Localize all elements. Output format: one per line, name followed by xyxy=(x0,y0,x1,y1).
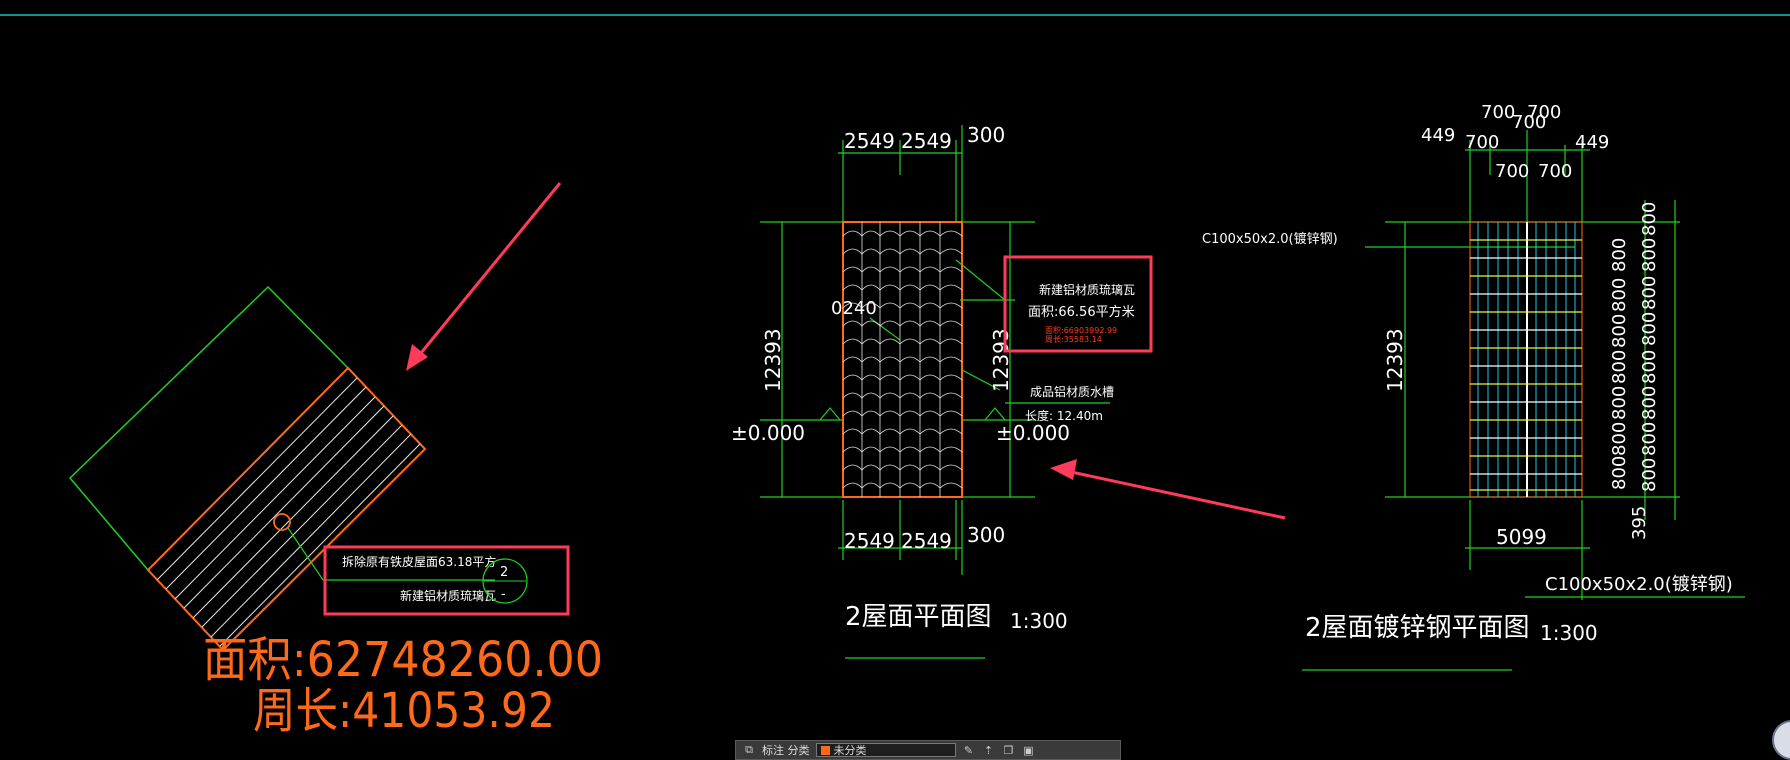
annotation-arrow-1 xyxy=(406,182,562,371)
svg-text:800: 800 xyxy=(1639,312,1660,346)
edit-icon[interactable]: ✎ xyxy=(963,743,974,757)
left-leader-dot xyxy=(273,513,291,531)
right-height-dim: 12393 xyxy=(1383,328,1407,392)
svg-text:800: 800 xyxy=(1639,386,1660,420)
left-hatch-region xyxy=(146,366,427,652)
middle-tile-note-small2: 周长:35583.14 xyxy=(1045,334,1102,344)
middle-level-right: ±0.000 xyxy=(996,421,1070,445)
left-perimeter-text: 周长:41053.92 xyxy=(253,683,555,739)
middle-slope-label: 0240 xyxy=(831,298,877,319)
middle-top-dim-1: 2549 xyxy=(844,129,895,153)
svg-text:800: 800 xyxy=(1609,238,1630,272)
pin-icon[interactable]: ⇡ xyxy=(983,743,994,757)
right-plan-scale: 1:300 xyxy=(1540,621,1598,645)
left-rotated-plan: 拆除原有铁皮屋面63.18平方 新建铝材质琉璃瓦 2 - 面积:62748260… xyxy=(68,285,603,739)
left-bubble xyxy=(482,558,528,604)
right-plan-title: 2屋面镀锌钢平面图 xyxy=(1305,613,1530,643)
svg-text:800: 800 xyxy=(1639,458,1660,492)
toolbar-label: 标注 分类 xyxy=(762,744,810,757)
middle-plan-scale: 1:300 xyxy=(1010,609,1068,633)
middle-bottom-dim-1: 2549 xyxy=(844,529,895,553)
layers-icon[interactable]: ⧉ xyxy=(745,743,753,756)
right-spacing-bottom: 395 xyxy=(1629,506,1650,540)
middle-tile-pattern xyxy=(842,222,963,497)
svg-text:800: 800 xyxy=(1609,386,1630,420)
middle-height-dim-right: 12393 xyxy=(989,328,1013,392)
left-leader-line xyxy=(287,527,324,581)
middle-bottom-dim-2: 2549 xyxy=(901,529,952,553)
right-member-label-left: C100x50x2.0(镀锌钢) xyxy=(1202,231,1338,247)
svg-text:800: 800 xyxy=(1609,278,1630,312)
right-top-dim-row2-a: 449 xyxy=(1421,125,1455,146)
middle-gutter-note: 成品铝材质水槽 xyxy=(1030,384,1114,399)
middle-tile-note-area: 面积:66.56平方米 xyxy=(1028,304,1135,320)
left-highlight-box xyxy=(323,545,570,616)
middle-roof-plan: 2549 2549 300 2549 2549 300 12393 12393 … xyxy=(731,123,1153,659)
right-top-dim-row2-d: 449 xyxy=(1575,132,1609,153)
right-steel-plan: 700 700 449 700 700 449 700 700 C100x50x… xyxy=(1202,102,1745,671)
left-hatch-lines xyxy=(156,377,421,647)
right-member-label-bottom: C100x50x2.0(镀锌钢) xyxy=(1545,574,1733,595)
left-callout-line1: 拆除原有铁皮屋面63.18平方 xyxy=(342,554,496,569)
right-spacing-col2: 800 800 800 800 800 800 800 800 xyxy=(1639,202,1660,492)
right-grid-horizontal xyxy=(1470,239,1582,491)
layer-color-swatch xyxy=(820,745,830,755)
middle-top-dim-3: 300 xyxy=(967,123,1005,147)
middle-highlight-box xyxy=(1003,255,1153,353)
svg-text:800: 800 xyxy=(1609,422,1630,456)
delete-icon[interactable]: ▣ xyxy=(1023,743,1034,757)
right-top-dim-row3-a: 700 xyxy=(1495,161,1529,182)
middle-tile-area xyxy=(842,221,963,498)
right-top-dim-row1-a: 700 xyxy=(1481,102,1515,123)
left-area-text: 面积:62748260.00 xyxy=(203,632,603,688)
svg-text:800: 800 xyxy=(1609,350,1630,384)
svg-text:800: 800 xyxy=(1639,350,1660,384)
right-width-dim: 5099 xyxy=(1496,525,1547,549)
middle-gutter-length: 长度: 12.40m xyxy=(1025,408,1103,423)
middle-top-dim-2: 2549 xyxy=(901,129,952,153)
svg-text:800: 800 xyxy=(1609,314,1630,348)
svg-text:800: 800 xyxy=(1639,422,1660,456)
middle-plan-title: 2屋面平面图 xyxy=(845,602,992,632)
svg-text:800: 800 xyxy=(1639,276,1660,310)
middle-level-left: ±0.000 xyxy=(731,421,805,445)
svg-text:800: 800 xyxy=(1609,456,1630,490)
layer-select[interactable]: 未分类 xyxy=(815,743,956,757)
layer-select-value: 未分类 xyxy=(833,744,867,757)
middle-tile-note-small1: 面积:66903992.99 xyxy=(1045,325,1117,335)
annotation-arrow-2 xyxy=(1050,459,1286,520)
svg-text:800: 800 xyxy=(1639,202,1660,236)
copy-icon[interactable]: ❐ xyxy=(1003,743,1014,757)
right-top-dim-row3-b: 700 xyxy=(1538,161,1572,182)
svg-text:800: 800 xyxy=(1639,238,1660,272)
left-callout-line2: 新建铝材质琉璃瓦 xyxy=(400,588,496,603)
right-spacing-col1: 800 800 800 800 800 800 800 xyxy=(1609,238,1630,490)
middle-height-dim-left: 12393 xyxy=(761,328,785,392)
right-top-dim-row1-b: 700 xyxy=(1527,102,1561,123)
left-bubble-top: 2 xyxy=(500,565,508,580)
annotation-toolbar[interactable]: ⧉ 标注 分类 未分类 ✎ ⇡ ❐ ▣ xyxy=(735,740,1121,760)
right-top-dim-row2-c: 700 xyxy=(1512,112,1546,133)
middle-bottom-dim-3: 300 xyxy=(967,523,1005,547)
right-grid-vertical xyxy=(1477,222,1576,497)
right-top-dim-row2-b: 700 xyxy=(1465,132,1499,153)
left-bubble-bottom: - xyxy=(501,587,506,602)
middle-tile-note-title: 新建铝材质琉璃瓦 xyxy=(1039,282,1135,297)
